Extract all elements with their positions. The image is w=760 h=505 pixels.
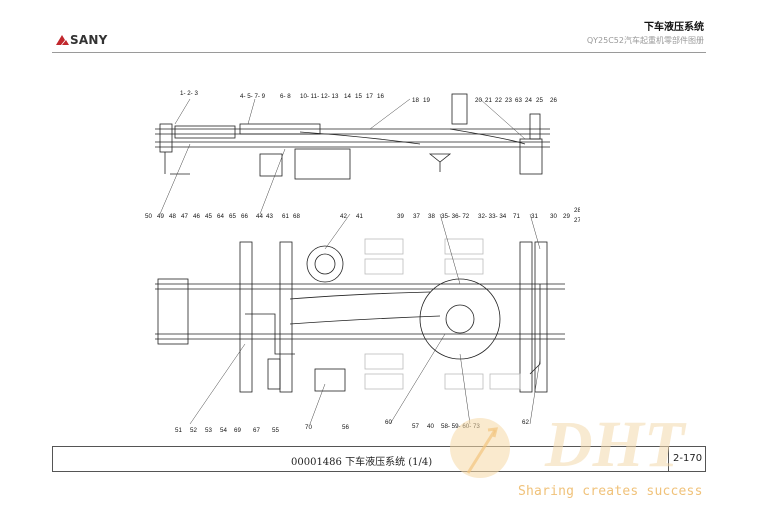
drawing-label-43: 43: [266, 213, 273, 220]
drawing-label-64: 64: [217, 213, 224, 220]
drawing-label-47: 47: [181, 213, 188, 220]
drawing-label-18: 18: [412, 97, 419, 104]
drawing-label-63: 63: [515, 97, 522, 104]
page-number: 2-170: [673, 453, 703, 464]
drawing-label-41: 41: [356, 213, 363, 220]
drawing-label-62: 62: [522, 419, 529, 426]
drawing-caption: 00001486 下车液压系统 (1/4): [291, 457, 433, 468]
drawing-label-14: 14: [344, 93, 351, 100]
drawing-label-42: 42: [340, 213, 347, 220]
drawing-label-1-3: 1- 2- 3: [180, 90, 198, 97]
hydraulic-system-drawing: 1- 2- 3 4- 5- 7- 9 6- 8 10- 11- 12- 13 1…: [145, 90, 580, 434]
drawing-label-4-9: 4- 5- 7- 9: [240, 93, 266, 100]
drawing-label-10-13: 10- 11- 12- 13: [300, 93, 339, 100]
drawing-label-20: 20: [475, 97, 482, 104]
drawing-label-48: 48: [169, 213, 176, 220]
drawing-label-60: 60: [385, 419, 392, 426]
drawing-label-15: 15: [355, 93, 362, 100]
drawing-label-27: 27: [574, 217, 580, 224]
drawing-label-61: 61: [282, 213, 289, 220]
drawing-label-30: 30: [550, 213, 557, 220]
drawing-label-55: 55: [272, 427, 279, 434]
drawing-label-6-8: 6- 8: [280, 93, 291, 100]
drawing-label-54: 54: [220, 427, 227, 434]
drawing-label-70: 70: [305, 424, 312, 431]
drawing-label-31: 31: [531, 213, 538, 220]
drawing-label-71: 71: [513, 213, 520, 220]
drawing-label-52: 52: [190, 427, 197, 434]
drawing-label-29: 29: [563, 213, 570, 220]
drawing-label-25: 25: [536, 97, 543, 104]
drawing-label-21: 21: [485, 97, 492, 104]
drawing-label-35-36-72: 35- 36- 72: [441, 213, 470, 220]
page-subtitle: QY25C52汽车起重机零部件图册: [586, 36, 704, 45]
drawing-label-28: 28: [574, 207, 580, 214]
drawing-label-53: 53: [205, 427, 212, 434]
drawing-label-39: 39: [397, 213, 404, 220]
page-title: 下车液压系统: [644, 22, 704, 33]
drawing-label-19: 19: [423, 97, 430, 104]
drawing-label-57: 57: [412, 423, 419, 430]
drawing-label-68: 68: [293, 213, 300, 220]
title-block: 00001486 下车液压系统 (1/4) 2-170: [52, 446, 706, 472]
drawing-label-58-59-60-73: 58- 59- 60- 73: [441, 423, 480, 430]
drawing-label-51: 51: [175, 427, 182, 434]
drawing-label-67: 67: [253, 427, 260, 434]
drawing-label-69: 69: [234, 427, 241, 434]
drawing-label-40: 40: [427, 423, 434, 430]
title-block-divider: [668, 447, 669, 471]
watermark-tagline: Sharing creates success: [518, 484, 703, 499]
drawing-label-37: 37: [413, 213, 420, 220]
drawing-label-56: 56: [342, 424, 349, 431]
drawing-label-50: 50: [145, 213, 152, 220]
drawing-label-44: 44: [256, 213, 263, 220]
drawing-label-65: 65: [229, 213, 236, 220]
drawing-label-46: 46: [193, 213, 200, 220]
drawing-label-17: 17: [366, 93, 373, 100]
drawing-label-38: 38: [428, 213, 435, 220]
drawing-label-66: 66: [241, 213, 248, 220]
drawing-label-22: 22: [495, 97, 502, 104]
drawing-label-24: 24: [525, 97, 532, 104]
header-divider: [52, 52, 706, 53]
drawing-label-23: 23: [505, 97, 512, 104]
drawing-label-32-33-34: 32- 33- 34: [478, 213, 507, 220]
drawing-label-49: 49: [157, 213, 164, 220]
sany-logo-icon: [56, 35, 69, 45]
brand-name: SANY: [70, 33, 108, 47]
drawing-label-16: 16: [377, 93, 384, 100]
drawing-label-45: 45: [205, 213, 212, 220]
drawing-label-26: 26: [550, 97, 557, 104]
